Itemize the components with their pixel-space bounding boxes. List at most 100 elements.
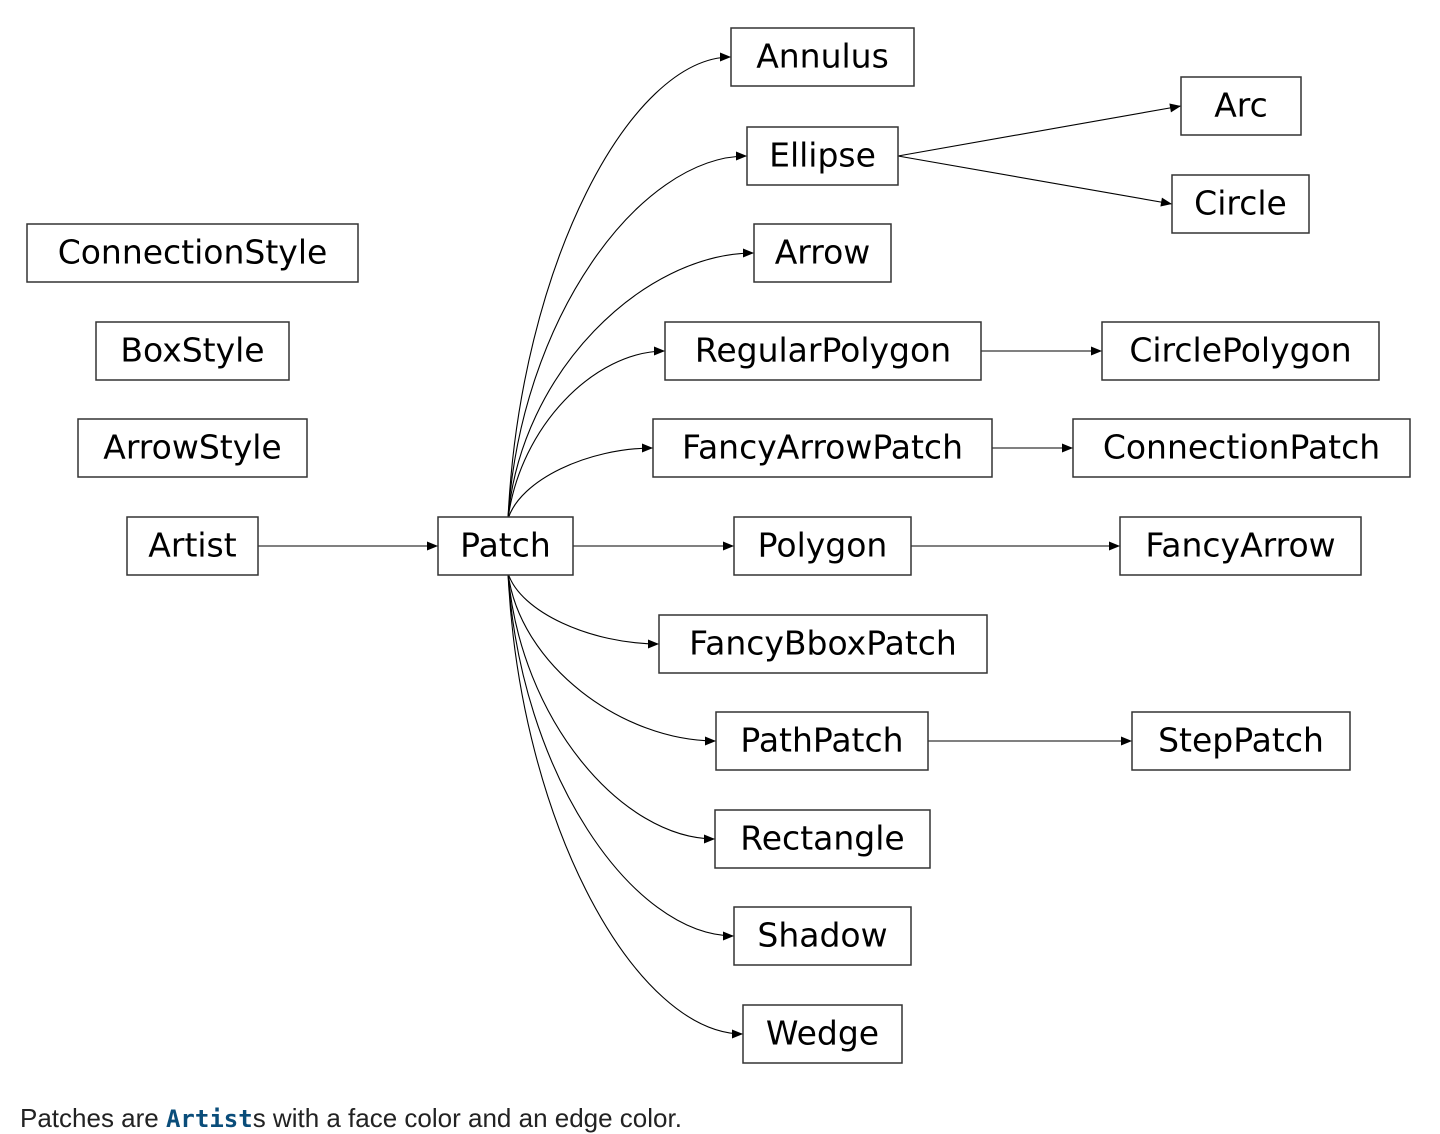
node-artist[interactable]: Artist <box>126 516 259 576</box>
node-arc-box <box>1180 76 1302 136</box>
node-fancy-bbox-patch-label: FancyBboxPatch <box>689 624 957 663</box>
edge-patch-to-regular-polygon <box>507 346 666 520</box>
edge-path-patch-to-step-patch <box>928 736 1132 746</box>
node-shadow-label: Shadow <box>757 916 887 955</box>
node-patch[interactable]: Patch <box>437 516 574 576</box>
edge-ellipse-to-circle-line <box>897 155 1173 205</box>
edge-patch-to-polygon-arrowhead <box>723 541 734 551</box>
edge-patch-to-fancy-arrow-patch-arrowhead <box>642 443 653 453</box>
edge-patch-to-annulus <box>507 52 732 520</box>
node-patch-label: Patch <box>460 526 551 565</box>
node-annulus-box <box>730 27 915 87</box>
edge-patch-to-path-patch <box>507 572 717 746</box>
node-arc-label: Arc <box>1214 86 1268 125</box>
node-polygon-box <box>733 516 912 576</box>
node-fancy-arrow-patch-box <box>652 418 993 478</box>
edge-patch-to-rectangle-line <box>507 572 716 840</box>
edge-patch-to-annulus-line <box>507 56 732 520</box>
node-rectangle[interactable]: Rectangle <box>714 809 931 869</box>
edge-patch-to-arrow-line <box>507 252 755 520</box>
node-arrow-style-box <box>77 418 308 478</box>
edge-patch-to-wedge <box>507 572 744 1039</box>
node-polygon-label: Polygon <box>758 526 888 565</box>
edge-regular-polygon-to-circle-polygon-arrowhead <box>1091 346 1102 356</box>
edges-layer <box>258 52 1182 1039</box>
edge-patch-to-path-patch-line <box>507 572 717 742</box>
node-fancy-arrow[interactable]: FancyArrow <box>1119 516 1362 576</box>
edge-patch-to-ellipse-arrowhead <box>736 151 747 161</box>
node-connection-patch-box <box>1072 418 1411 478</box>
node-arrow-style-label: ArrowStyle <box>103 428 281 467</box>
node-shadow[interactable]: Shadow <box>733 906 912 966</box>
node-circle-label: Circle <box>1194 184 1287 223</box>
node-circle-polygon-box <box>1101 321 1380 381</box>
node-artist-box <box>126 516 259 576</box>
node-wedge-box <box>742 1004 903 1064</box>
edge-patch-to-shadow-arrowhead <box>723 931 734 941</box>
edge-artist-to-patch-arrowhead <box>427 541 438 551</box>
edge-ellipse-to-circle <box>897 155 1173 207</box>
edge-patch-to-regular-polygon-line <box>507 350 666 520</box>
node-circle[interactable]: Circle <box>1171 174 1310 234</box>
node-connection-patch[interactable]: ConnectionPatch <box>1072 418 1411 478</box>
node-box-style[interactable]: BoxStyle <box>95 321 290 381</box>
edge-fancy-arrow-patch-to-connection-patch-arrowhead <box>1062 443 1073 453</box>
node-fancy-bbox-patch[interactable]: FancyBboxPatch <box>658 614 988 674</box>
node-circle-polygon-label: CirclePolygon <box>1129 331 1351 370</box>
node-fancy-arrow-label: FancyArrow <box>1145 526 1335 565</box>
node-path-patch-label: PathPatch <box>740 721 903 760</box>
node-polygon[interactable]: Polygon <box>733 516 912 576</box>
node-wedge[interactable]: Wedge <box>742 1004 903 1064</box>
node-circle-polygon[interactable]: CirclePolygon <box>1101 321 1380 381</box>
node-fancy-arrow-patch[interactable]: FancyArrowPatch <box>652 418 993 478</box>
edge-patch-to-shadow-line <box>507 572 735 937</box>
edge-patch-to-rectangle-arrowhead <box>704 834 715 844</box>
node-ellipse[interactable]: Ellipse <box>746 126 899 186</box>
node-connection-patch-label: ConnectionPatch <box>1103 428 1380 467</box>
edge-artist-to-patch <box>258 541 438 551</box>
node-step-patch-label: StepPatch <box>1158 721 1324 760</box>
edge-patch-to-fancy-bbox-patch-arrowhead <box>648 639 659 649</box>
node-arc[interactable]: Arc <box>1180 76 1302 136</box>
node-path-patch[interactable]: PathPatch <box>715 711 929 771</box>
artist-code-link[interactable]: Artist <box>165 1105 253 1133</box>
edge-patch-to-regular-polygon-arrowhead <box>654 346 665 356</box>
edge-patch-to-arrow <box>507 248 755 520</box>
node-ellipse-label: Ellipse <box>769 136 876 175</box>
node-artist-label: Artist <box>148 526 236 565</box>
node-arrow-box <box>753 223 892 283</box>
edge-fancy-arrow-patch-to-connection-patch <box>992 443 1073 453</box>
node-ellipse-box <box>746 126 899 186</box>
edge-polygon-to-fancy-arrow-arrowhead <box>1109 541 1120 551</box>
edge-patch-to-wedge-line <box>507 572 744 1035</box>
edge-patch-to-shadow <box>507 572 735 941</box>
node-fancy-arrow-patch-label: FancyArrowPatch <box>682 428 963 467</box>
edge-polygon-to-fancy-arrow <box>911 541 1120 551</box>
node-shadow-box <box>733 906 912 966</box>
node-annulus-label: Annulus <box>756 37 889 76</box>
node-step-patch-box <box>1131 711 1351 771</box>
node-regular-polygon[interactable]: RegularPolygon <box>664 321 982 381</box>
edge-patch-to-polygon <box>573 541 734 551</box>
caption-text-after: s with a face color and an edge color. <box>252 1103 682 1133</box>
node-connection-style-box <box>26 223 359 283</box>
node-arrow-label: Arrow <box>775 233 871 272</box>
node-step-patch[interactable]: StepPatch <box>1131 711 1351 771</box>
node-arrow[interactable]: Arrow <box>753 223 892 283</box>
edge-patch-to-annulus-arrowhead <box>720 52 731 62</box>
node-annulus[interactable]: Annulus <box>730 27 915 87</box>
edge-patch-to-path-patch-arrowhead <box>705 736 716 746</box>
node-arrow-style[interactable]: ArrowStyle <box>77 418 308 478</box>
caption-text-before: Patches are <box>20 1103 166 1133</box>
edge-ellipse-to-arc-line <box>897 105 1182 157</box>
node-connection-style[interactable]: ConnectionStyle <box>26 223 359 283</box>
node-circle-box <box>1171 174 1310 234</box>
edge-patch-to-arrow-arrowhead <box>743 248 754 258</box>
node-connection-style-label: ConnectionStyle <box>58 233 328 272</box>
edge-ellipse-to-circle-arrowhead <box>1160 197 1172 207</box>
edge-regular-polygon-to-circle-polygon <box>981 346 1102 356</box>
edge-patch-to-ellipse <box>507 151 748 520</box>
node-path-patch-box <box>715 711 929 771</box>
